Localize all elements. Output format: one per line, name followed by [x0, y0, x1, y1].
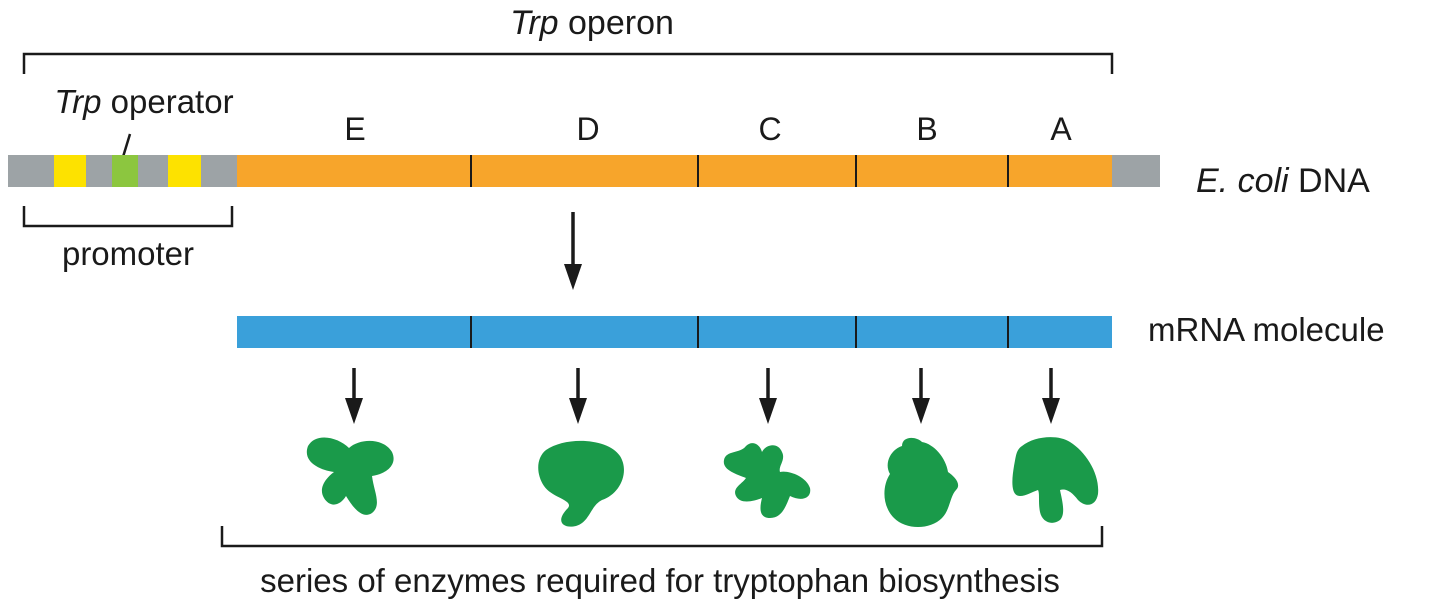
mrna-bar — [237, 316, 1112, 348]
gene-label-a: A — [1050, 111, 1072, 147]
enzymes-label: series of enzymes required for tryptopha… — [260, 562, 1060, 599]
mrna-strand — [237, 316, 1112, 348]
operator-pointer — [121, 133, 132, 158]
translation-arrow-d — [569, 368, 587, 424]
gene-label-b: B — [916, 111, 937, 147]
enzyme-e-shape — [306, 437, 394, 515]
promoter-box-2 — [168, 155, 201, 187]
gene-label-c: C — [758, 111, 781, 147]
dna-right-flank — [1112, 155, 1160, 187]
translation-arrow-e — [345, 368, 363, 424]
transcription-arrow — [564, 212, 582, 290]
operator-label: Trp operator — [54, 83, 233, 120]
dna-strand — [8, 155, 1160, 187]
operator-box — [112, 155, 138, 187]
enzymes-bracket — [220, 526, 1104, 548]
translation-arrow-b — [912, 368, 930, 424]
enzyme-a-shape — [1012, 437, 1099, 523]
promoter-box-1 — [54, 155, 86, 187]
gene-label-e: E — [344, 111, 365, 147]
enzyme-b-shape — [884, 437, 959, 527]
operon-title: Trp operon — [510, 4, 674, 42]
dna-label: E. coli DNA — [1196, 162, 1370, 200]
promoter-label: promoter — [62, 235, 194, 272]
dna-genes-region — [237, 155, 1112, 187]
promoter-bracket — [22, 206, 234, 228]
translation-arrow-a — [1042, 368, 1060, 424]
translation-arrow-c — [759, 368, 777, 424]
mrna-label: mRNA molecule — [1148, 311, 1385, 348]
gene-label-d: D — [576, 111, 599, 147]
operon-bracket — [22, 52, 1114, 74]
enzyme-c-shape — [723, 443, 811, 518]
enzyme-d-shape — [538, 440, 624, 527]
